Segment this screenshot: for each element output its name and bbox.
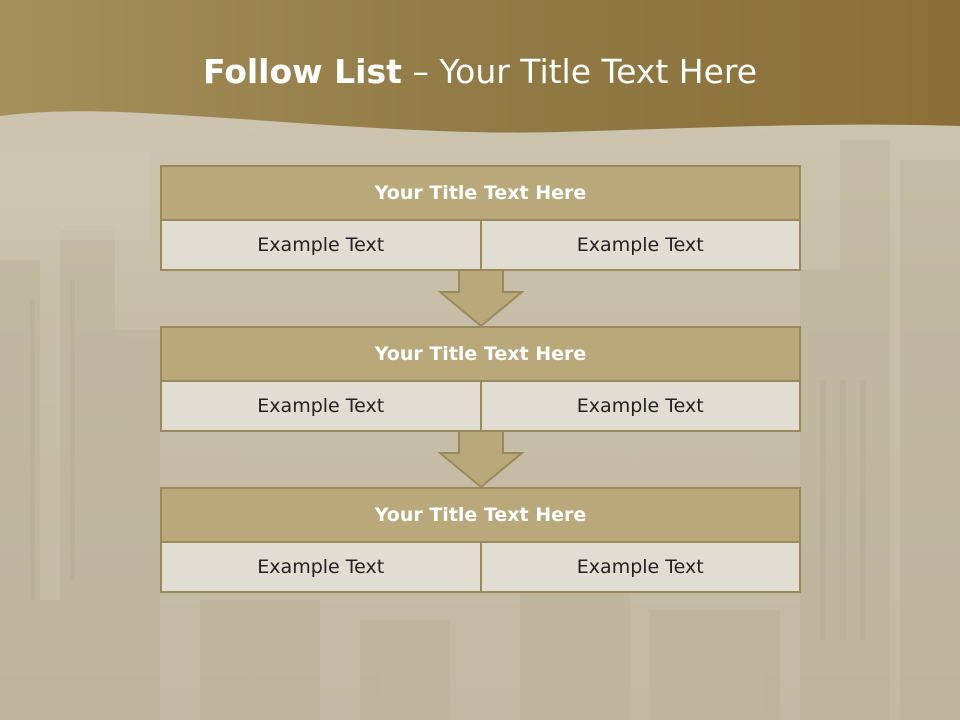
step-block-1: Your Title Text Here Example Text Exampl… (160, 165, 801, 271)
step-cell-left: Example Text (162, 221, 480, 269)
step-row: Example Text Example Text (160, 543, 801, 593)
step-title: Your Title Text Here (160, 165, 801, 221)
slide-title: Follow List – Your Title Text Here (0, 52, 960, 91)
title-bold: Follow List (202, 52, 402, 91)
step-cell-right: Example Text (479, 382, 799, 430)
header-band (0, 0, 960, 133)
step-title: Your Title Text Here (160, 487, 801, 543)
step-block-2: Your Title Text Here Example Text Exampl… (160, 326, 801, 432)
step-block-3: Your Title Text Here Example Text Exampl… (160, 487, 801, 593)
title-rest: – Your Title Text Here (401, 52, 758, 91)
step-cell-right: Example Text (479, 543, 799, 591)
step-row: Example Text Example Text (160, 382, 801, 432)
step-cell-right: Example Text (479, 221, 799, 269)
down-arrow-icon (438, 431, 524, 489)
step-cell-left: Example Text (162, 382, 480, 430)
step-cell-left: Example Text (162, 543, 480, 591)
step-title: Your Title Text Here (160, 326, 801, 382)
down-arrow-icon (438, 270, 524, 328)
step-row: Example Text Example Text (160, 221, 801, 271)
